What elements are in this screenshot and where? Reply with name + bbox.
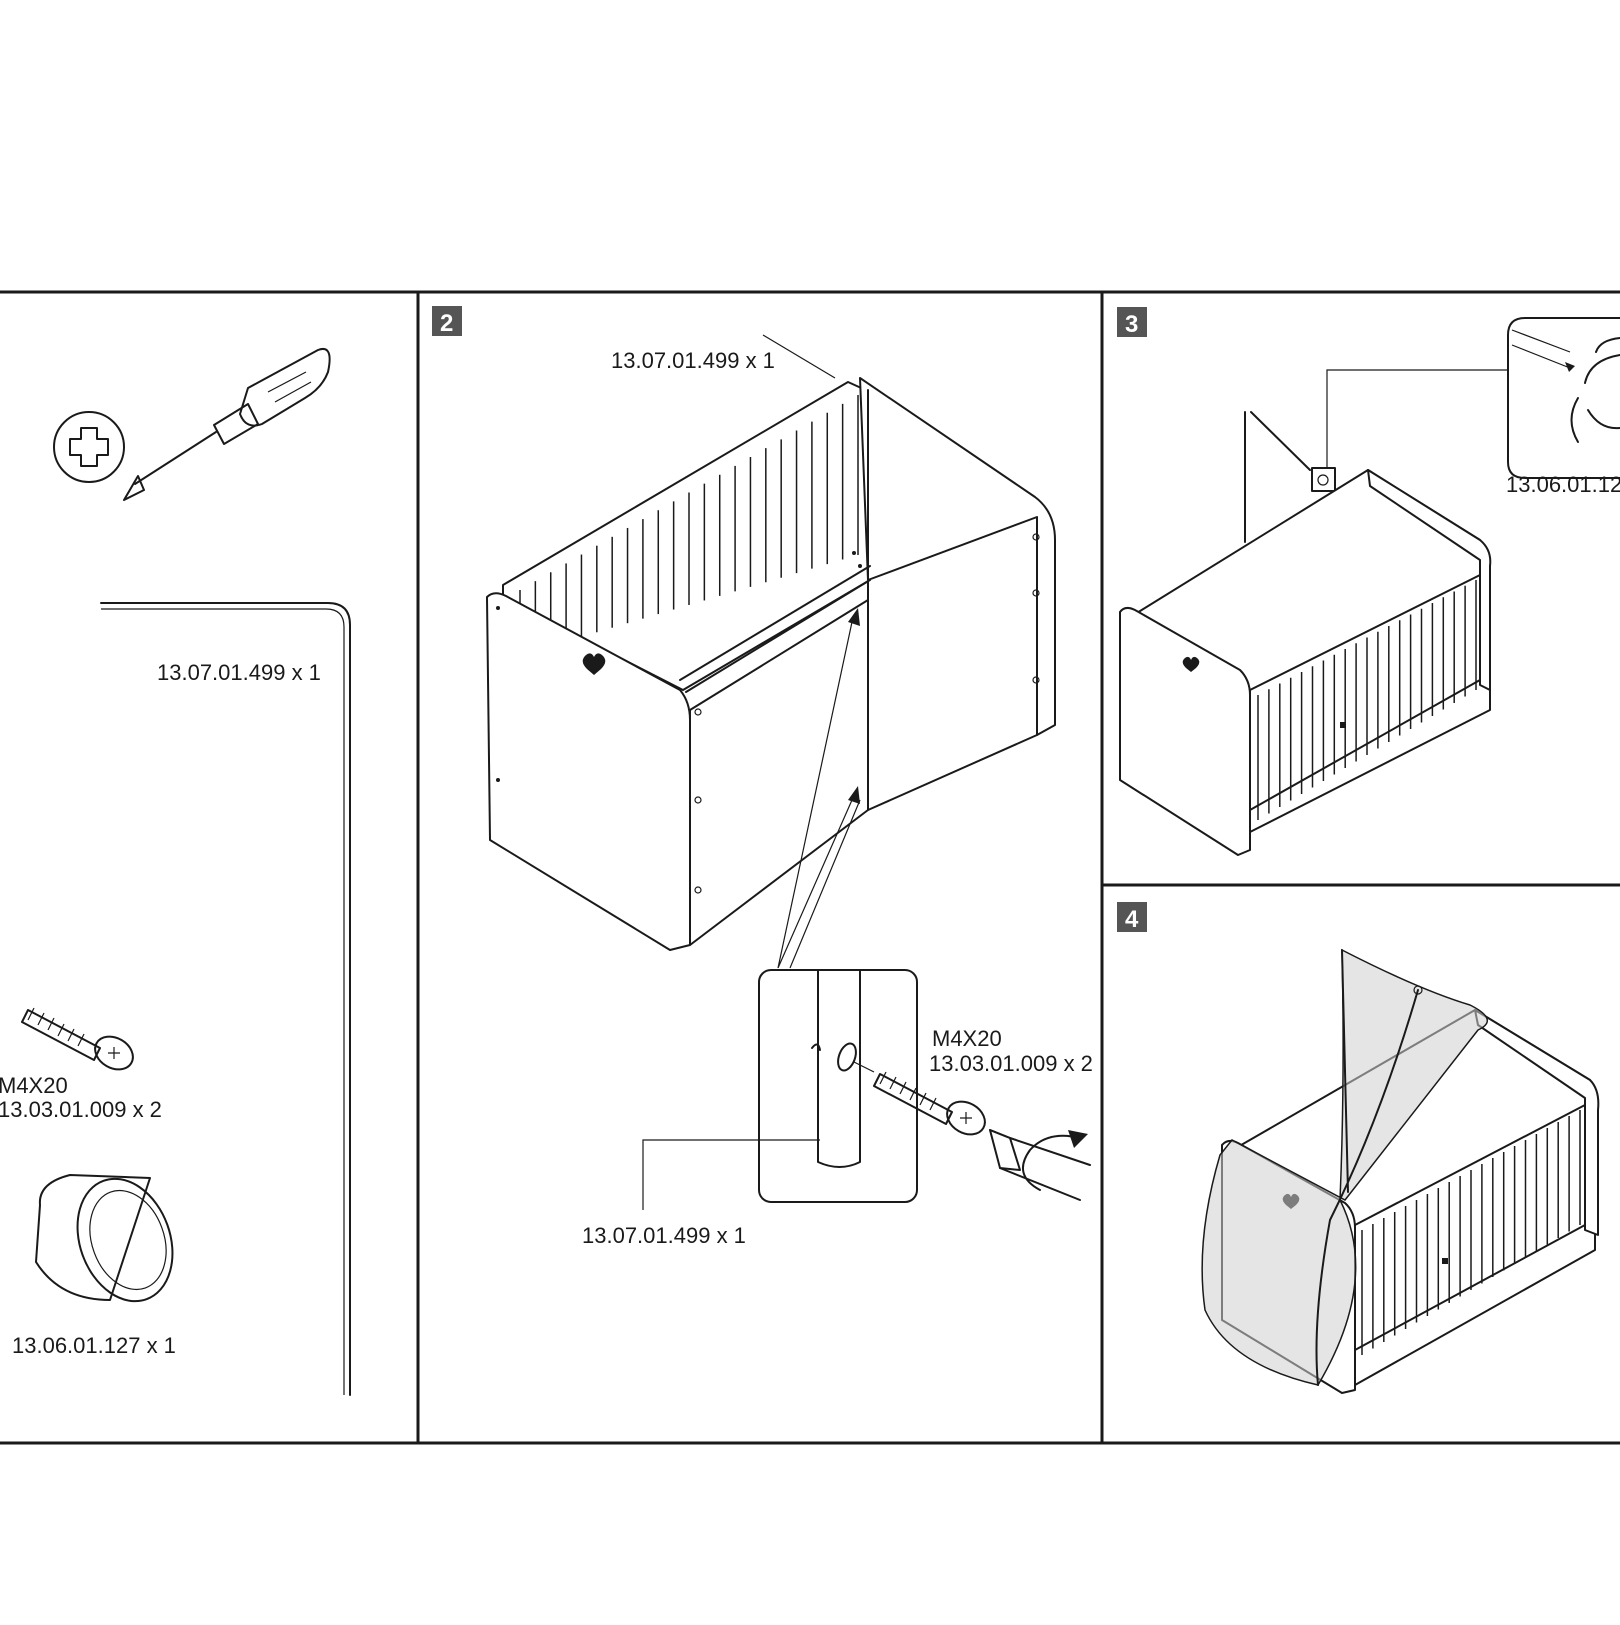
- detail-callout: [758, 969, 918, 1203]
- knob-leader-line: [1326, 369, 1508, 468]
- screw-icon-step2: [873, 1071, 986, 1136]
- rod-detail-leader: [642, 1139, 820, 1210]
- step-badge-4: 4: [1125, 906, 1139, 933]
- step3-knob-label: 13.06.01.127: [1506, 472, 1620, 497]
- rod-top-label: 13.07.01.499 x 1: [611, 348, 775, 373]
- step-badge-3-bg: [1117, 307, 1147, 337]
- rod-part: [100, 602, 351, 1396]
- phillips-icon: [53, 411, 125, 483]
- screw-size-label: M4X20: [0, 1073, 68, 1098]
- step-4: 4: [1117, 902, 1600, 1394]
- knob-label: 13.06.01.127 x 1: [12, 1333, 176, 1358]
- knob-location-box: [1311, 467, 1336, 492]
- crib-with-rod: [1119, 411, 1492, 856]
- rod-leader-line: [762, 334, 836, 379]
- step-badge-2: 2: [440, 310, 453, 337]
- knob-icon: [35, 1174, 174, 1303]
- step-badge-2-bg: [432, 306, 462, 336]
- screwdriver-icon: [123, 348, 331, 501]
- step-badge-3: 3: [1125, 311, 1138, 338]
- crib-assembly: [486, 377, 1056, 951]
- step2-screw-label: 13.03.01.009 x 2: [929, 1051, 1093, 1076]
- screw-icon: [21, 1007, 134, 1071]
- step-3: 3 13.06.01.127: [1117, 307, 1620, 856]
- rod-label: 13.07.01.499 x 1: [157, 660, 321, 685]
- knob-detail-callout: [1507, 317, 1620, 479]
- step-2: 2 13.07.01.499 x 1: [432, 306, 1093, 1248]
- crib-front-slats: [1257, 580, 1477, 820]
- crib-front-slats: [1361, 1110, 1581, 1355]
- panel-parts: 13.07.01.499 x 1 M4X20 13.03.01.009 x 2 …: [0, 348, 351, 1396]
- step-badge-4-bg: [1117, 902, 1147, 932]
- screw-arrows: [777, 608, 861, 969]
- panel-frame: [0, 290, 1620, 1445]
- screw-part-label: 13.03.01.009 x 2: [0, 1097, 162, 1122]
- screwdriver-bit-icon: [989, 1129, 1091, 1201]
- crib-with-canopy: [1201, 948, 1600, 1394]
- step2-screw-size: M4X20: [932, 1026, 1002, 1051]
- rod-detail-label: 13.07.01.499 x 1: [582, 1223, 746, 1248]
